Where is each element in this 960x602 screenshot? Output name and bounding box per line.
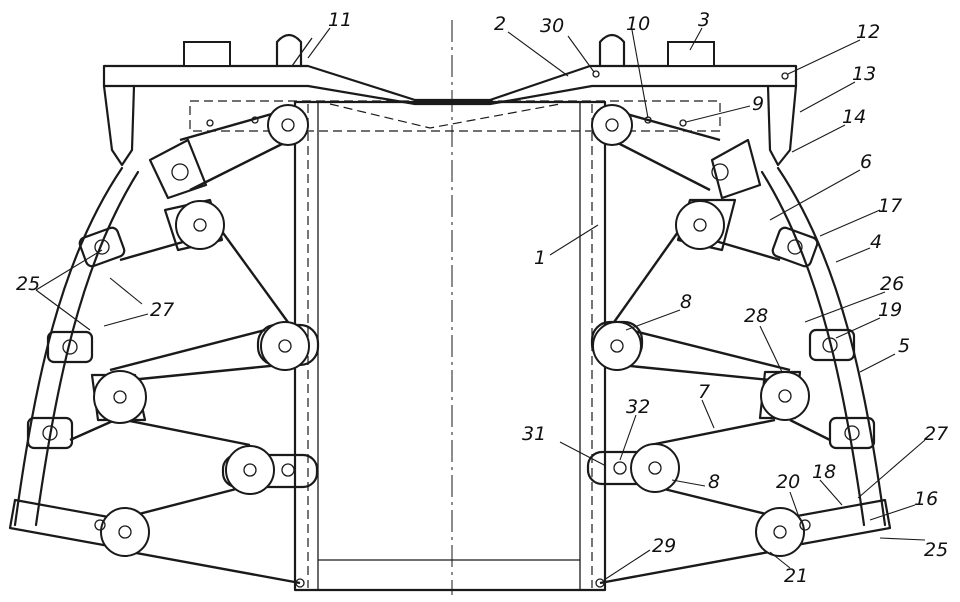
left-hanger (102, 84, 136, 167)
label-12: 12 (856, 21, 880, 43)
label-8-upper: 8 (680, 291, 692, 313)
frame-clamps (26, 226, 876, 450)
label-30: 30 (540, 15, 564, 37)
leader-lines (35, 27, 926, 581)
label-2: 2 (494, 13, 506, 35)
label-1: 1 (534, 247, 546, 269)
label-14: 14 (842, 106, 866, 128)
pulleys (42, 70, 860, 588)
belts (69, 108, 831, 585)
label-25-right: 25 (924, 539, 948, 561)
label-3: 3 (698, 9, 710, 31)
label-32: 32 (626, 396, 650, 418)
label-5: 5 (898, 335, 910, 357)
label-4: 4 (870, 231, 882, 253)
label-21: 21 (784, 565, 808, 587)
label-10: 10 (626, 13, 650, 35)
arms (8, 138, 892, 550)
label-27-left: 27 (150, 299, 174, 321)
left-outer-frame (13, 166, 140, 527)
label-27-right: 27 (924, 423, 948, 445)
label-11: 11 (328, 9, 352, 31)
label-18: 18 (812, 461, 836, 483)
label-16: 16 (914, 488, 938, 510)
label-20: 20 (776, 471, 800, 493)
label-7: 7 (698, 381, 710, 403)
part-labels: 11 2 30 10 3 12 13 14 9 6 17 1 4 26 19 8… (16, 9, 948, 587)
label-17: 17 (878, 195, 902, 217)
label-19: 19 (878, 299, 902, 321)
label-26: 26 (880, 273, 904, 295)
label-13: 13 (852, 63, 876, 85)
label-25-left: 25 (16, 273, 40, 295)
label-8-lower: 8 (708, 471, 720, 493)
label-28: 28 (744, 305, 768, 327)
label-29: 29 (652, 535, 676, 557)
label-9: 9 (752, 93, 764, 115)
label-31: 31 (522, 423, 546, 445)
central-column (293, 100, 607, 592)
label-6: 6 (860, 151, 872, 173)
right-hanger (766, 84, 798, 167)
